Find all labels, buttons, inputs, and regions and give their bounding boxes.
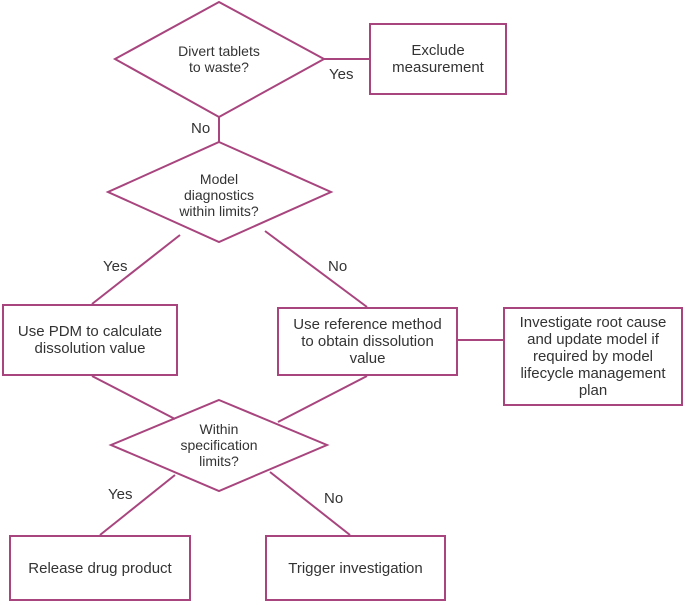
spec-yes-label: Yes: [108, 486, 133, 503]
exclude-measurement-box: Exclude measurement: [369, 23, 507, 95]
edge-reference-spec: [277, 375, 368, 423]
diagnostics-yes-label: Yes: [103, 258, 128, 275]
spec-no-label: No: [324, 490, 344, 507]
diagnostics-question: Model diagnostics within limits?: [179, 171, 259, 219]
use-reference-method-box: Use reference method to obtain dissoluti…: [277, 307, 458, 376]
edge-spec-trigger: [269, 471, 351, 536]
edge-pdm-spec: [91, 375, 176, 420]
investigate-root-cause-box: Investigate root cause and update model …: [503, 307, 683, 406]
release-drug-product-box: Release drug product: [9, 535, 191, 601]
divert-question: Divert tablets to waste?: [178, 43, 260, 75]
diagnostics-no-label: No: [328, 258, 348, 275]
trigger-investigation-box: Trigger investigation: [265, 535, 446, 601]
within-spec-diamond: [108, 398, 330, 493]
edge-diagnostics-reference: [264, 230, 368, 308]
use-pdm-box: Use PDM to calculate dissolution value: [2, 304, 178, 376]
within-spec-question: Within specification limits?: [180, 421, 258, 469]
edge-diagnostics-pdm: [91, 234, 181, 305]
diagnostics-diamond: [105, 140, 334, 244]
divert-yes-label: Yes: [329, 66, 354, 83]
edge-spec-release: [99, 474, 176, 536]
connector-group: [91, 0, 503, 536]
divert-no-label: No: [191, 120, 211, 137]
